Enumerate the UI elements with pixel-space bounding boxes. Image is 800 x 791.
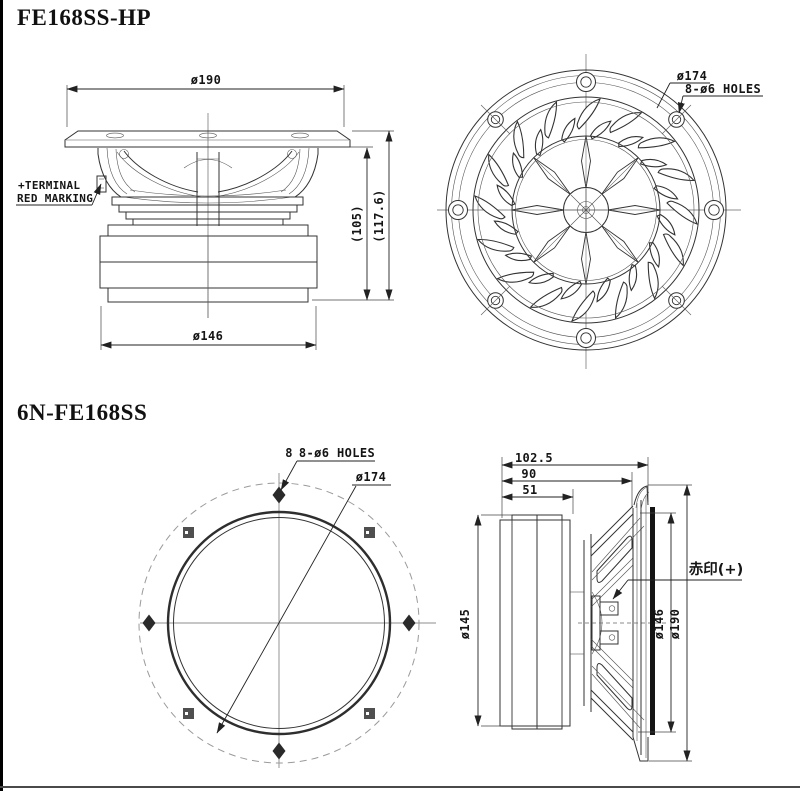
label-dia174-leader [656,82,671,109]
view-hp-side: +TERMINAL RED MARKING ø190 (105) (117.6) [16,73,394,350]
terminal-lugs-nn [578,595,668,651]
model-title-fe168ss-hp: FE168SS-HP [17,5,152,30]
baffle-cutout-inner [173,517,385,729]
magnet-assembly-nn [499,514,571,730]
dim-label-dia146-nn: ø146 [652,609,666,640]
mounting-holes-front [448,72,724,348]
label-holes-leader [280,460,298,491]
mount-hole-n [272,486,286,504]
basket-ribs-mirror [212,147,319,198]
red-mark-note: 赤印(+) [689,560,743,578]
mount-hole-ne [364,527,375,538]
mount-hole-s [272,742,286,760]
flange-side [64,130,351,148]
gasket-edge [650,507,655,735]
surround-inner [477,101,695,319]
flange-slot-hole [106,132,124,139]
terminal-leader [91,183,102,206]
terminal-lug-plus [599,601,619,616]
dim-heights-hp: (105) (117.6) [312,130,394,301]
mount-hole-sw [183,708,194,719]
view-hp-front: ø174 8-ø6 HOLES [437,54,763,369]
magnet-slab-1 [99,235,318,263]
frame-rings [111,196,304,226]
terminal-note-line2: RED MARKING [17,192,93,205]
dim-label-dia145: ø145 [458,609,472,640]
magnet-assembly-side [99,224,318,318]
model-title-6n-fe168ss: 6N-FE168SS [17,400,148,425]
frame-struts-lower [590,638,645,741]
terminal-note-line1: +TERMINAL [18,179,80,192]
label-holes-leader [677,95,685,114]
dim-dia146-nn: ø146 [638,512,676,733]
label-holes-rear: 8-ø6 HOLES [299,446,375,460]
mount-hole-e [402,614,416,632]
dim-label-dia190-nn: ø190 [668,609,682,640]
dust-cap [183,159,233,169]
mount-hole-w [142,614,156,632]
label-dia174-rear: ø174 [356,470,387,484]
dim-dia190-nn: ø190 [648,484,692,762]
label-dia174-front: ø174 [677,69,708,83]
basket-ribs [97,147,204,198]
label-holes-front: 8-ø6 HOLES [685,82,761,96]
page-left-border [0,0,3,791]
frame-struts-upper [590,505,645,608]
mount-hole-nw [183,527,194,538]
pole-and-cone [123,152,293,226]
magnet-slab-2 [99,261,318,289]
mount-hole-s [576,328,596,348]
dim-label-90: 90 [521,467,536,481]
dim-label-102-5: 102.5 [515,451,553,465]
spider [123,196,293,204]
mount-hole-se [364,708,375,719]
terminal-lug-minus [599,630,619,645]
flange-slot-hole [291,132,309,139]
flange-stack-nn [632,485,655,762]
dim-label-105: (105) [350,205,364,243]
surround-outer [472,96,700,324]
label-dia174-diameter-line [216,485,357,734]
stray-mark: 8 [285,446,293,460]
baffle-cutout-circle [166,510,392,736]
frame-outer-edge [445,69,727,351]
flange-top-tip [633,485,649,506]
center-cap [563,187,609,233]
dim-depths-nn: 102.5 90 51 [501,451,649,518]
view-nn-side: 102.5 90 51 [458,451,743,762]
mount-hole-n [576,72,596,92]
dim-dia145-nn: ø145 [458,514,512,727]
dim-label-117-6: (117.6) [372,189,386,242]
flange-slot-hole [199,132,217,139]
flange-foot [632,736,649,762]
dim-dia190-hp: ø190 [66,73,345,127]
mount-hole-w [448,200,468,220]
flange-outline-dashed [138,482,420,764]
view-nn-rear: 8 8-ø6 HOLES ø174 [138,446,436,768]
dim-label-51: 51 [522,483,537,497]
dim-label-dia146-hp: ø146 [193,329,224,343]
dim-label-dia190-hp: ø190 [191,73,222,87]
mount-hole-e [704,200,724,220]
red-mark-leader [612,579,629,600]
page-bottom-rule [0,786,800,788]
dim-dia146-hp: ø146 [100,306,317,350]
